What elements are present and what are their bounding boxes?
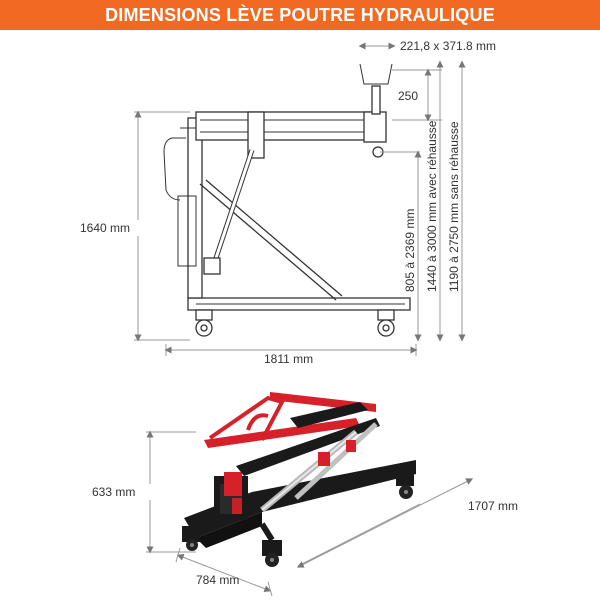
dimension-without-extension: 1190 à 2750 mm sans réhausse bbox=[447, 60, 466, 342]
dimension-lift-range: 805 à 2369 mm bbox=[380, 150, 422, 342]
label-head-size: 221,8 x 371.8 mm bbox=[400, 39, 496, 53]
caster-right bbox=[377, 309, 395, 337]
label-overall-height: 1640 mm bbox=[80, 221, 130, 235]
iso-caster-front-left bbox=[182, 526, 200, 551]
dimension-head-size: 221,8 x 371.8 mm bbox=[358, 39, 496, 53]
label-overall-length: 1811 mm bbox=[264, 352, 313, 366]
label-with-extension: 1440 à 3000 mm avec réhausse bbox=[425, 120, 439, 292]
label-lift-range: 805 à 2369 mm bbox=[403, 209, 417, 292]
dimension-head-height: 250 bbox=[392, 68, 442, 122]
caster-left bbox=[195, 309, 213, 337]
dimension-overall-height: 1640 mm bbox=[80, 110, 190, 342]
boom bbox=[195, 111, 371, 141]
side-view-drawing bbox=[163, 63, 411, 337]
iso-view-drawing bbox=[182, 392, 416, 567]
label-iso-length: 1707 mm bbox=[468, 499, 518, 513]
dimension-iso-width: 784 mm bbox=[175, 547, 273, 597]
label-iso-height: 633 mm bbox=[92, 485, 135, 499]
dimension-iso-height: 633 mm bbox=[92, 430, 196, 554]
label-head-height: 250 bbox=[398, 89, 418, 103]
iso-hydraulic-pump bbox=[224, 472, 242, 496]
page-title: DIMENSIONS LÈVE POUTRE HYDRAULIQUE bbox=[105, 4, 495, 25]
mast bbox=[187, 117, 203, 299]
label-iso-width: 784 mm bbox=[196, 573, 239, 587]
label-without-extension: 1190 à 2750 mm sans réhausse bbox=[447, 121, 461, 292]
dimension-overall-length: 1811 mm bbox=[164, 344, 418, 366]
iso-caster-front-right bbox=[262, 540, 282, 567]
dimension-iso-length: 1707 mm bbox=[296, 478, 518, 568]
dimension-with-extension: 1440 à 3000 mm avec réhausse bbox=[425, 60, 444, 342]
title-banner: DIMENSIONS LÈVE POUTRE HYDRAULIQUE bbox=[0, 0, 600, 30]
technical-drawing: 221,8 x 371.8 mm 250 1640 mm 805 à 2369 … bbox=[80, 39, 518, 597]
